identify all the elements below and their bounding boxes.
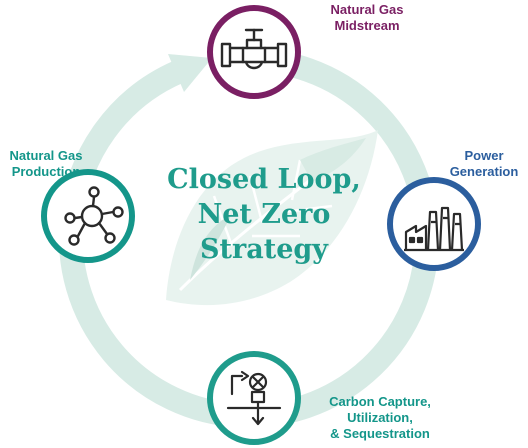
carbon-capture-icon [226,370,282,426]
cycle-ring [58,47,439,428]
node-midstream [207,5,301,99]
label-carbon-capture: Carbon Capture, Utilization, & Sequestra… [329,394,431,441]
leaf-watermark [166,130,378,306]
cycle-arrowhead [168,54,212,92]
center-title: Closed Loop, Net Zero Strategy [167,164,361,265]
power-plant-icon [404,206,464,252]
label-midstream: Natural Gas Midstream [330,2,404,33]
pipeline-valve-icon [220,28,288,70]
label-production: Natural Gas Production [9,148,83,179]
node-carbon-capture [207,351,301,445]
label-power-generation: Power Generation [449,148,519,179]
node-production [41,169,135,263]
node-power [387,177,481,271]
molecule-network-icon [64,186,124,246]
